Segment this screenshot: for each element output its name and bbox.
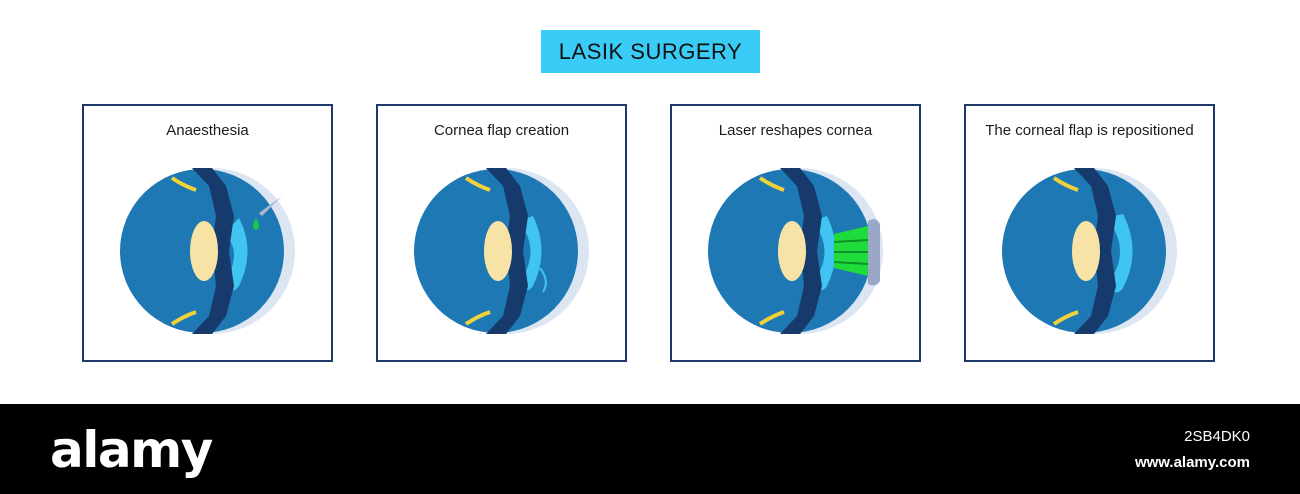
dropper-tip <box>259 196 282 216</box>
lens <box>190 221 218 281</box>
cornea-ring <box>518 216 542 291</box>
zonule-top <box>170 176 197 192</box>
zonule-bottom <box>1052 310 1079 326</box>
step-panel-laser: Laser reshapes cornea <box>670 104 921 362</box>
image-id: 2SB4DK0 <box>1184 428 1250 445</box>
step-panel-flap-repositioned: The corneal flap is repositioned <box>964 104 1215 362</box>
zonule-bottom <box>758 310 785 326</box>
cornea-ring <box>812 216 836 291</box>
eye-diagram <box>708 168 883 334</box>
lens <box>1072 221 1100 281</box>
step-label: Laser reshapes cornea <box>718 122 873 139</box>
brand-logo: alamy <box>50 421 213 479</box>
step-label: The corneal flap is repositioned <box>985 122 1194 139</box>
page-title: LASIK SURGERY <box>541 30 760 73</box>
step-label: Anaesthesia <box>166 122 249 139</box>
lens <box>484 221 512 281</box>
lens <box>778 221 806 281</box>
eye-diagram <box>414 168 589 334</box>
watermark-footer: alamy 2SB4DK0 www.alamy.com <box>0 404 1300 494</box>
eye-diagram <box>1002 168 1177 334</box>
zonule-top <box>1052 176 1079 192</box>
step-label: Cornea flap creation <box>433 122 570 139</box>
cornea-ring <box>1106 214 1133 293</box>
zonule-top <box>758 176 785 192</box>
zonule-bottom <box>170 310 197 326</box>
laser-device <box>868 219 880 286</box>
laser-lines <box>833 239 869 265</box>
step-panel-anaesthesia: Anaesthesia <box>82 104 333 362</box>
step-panel-flap-creation: Cornea flap creation <box>376 104 627 362</box>
site-url: www.alamy.com <box>1134 454 1250 471</box>
eye-drop <box>253 218 259 230</box>
eye-diagram <box>120 168 295 334</box>
zonule-bottom <box>464 310 491 326</box>
zonule-top <box>464 176 491 192</box>
corneal-flap <box>539 267 547 293</box>
